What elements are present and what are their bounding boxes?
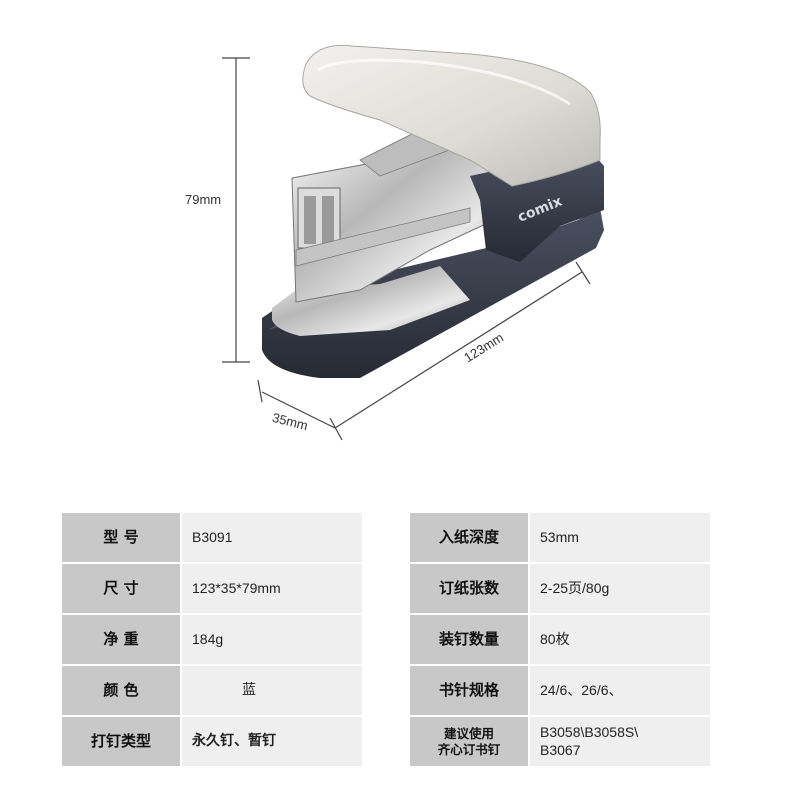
spec-row-staple-type: 打钉类型 永久钉、暂钉 xyxy=(62,717,362,768)
spec-value: 80枚 xyxy=(530,615,710,664)
spec-value: 123*35*79mm xyxy=(182,564,362,613)
spec-row-staple-spec: 书针规格 24/6、26/6、 xyxy=(410,666,710,717)
product-illustration: comix 79mm 123mm 35mm xyxy=(185,44,604,441)
spec-value: 24/6、26/6、 xyxy=(530,666,710,715)
spec-row-recommended-staples: 建议使用 齐心订书钉 B3058\B3058S\ B3067 xyxy=(410,717,710,768)
spec-key: 型 号 xyxy=(62,513,180,562)
spec-value: 蓝 xyxy=(182,666,362,715)
spec-key: 净 重 xyxy=(62,615,180,664)
width-dimension-line xyxy=(257,379,336,429)
spec-row-paper-depth: 入纸深度 53mm xyxy=(410,513,710,564)
stapler-handle xyxy=(302,44,601,187)
spec-row-size: 尺 寸 123*35*79mm xyxy=(62,564,362,615)
spec-value: 永久钉、暂钉 xyxy=(182,717,362,766)
spec-value: 2-25页/80g xyxy=(530,564,710,613)
height-dimension-line xyxy=(222,57,250,363)
spec-row-color: 颜 色 蓝 xyxy=(62,666,362,717)
spec-key: 入纸深度 xyxy=(410,513,528,562)
spec-row-staple-load: 装钉数量 80枚 xyxy=(410,615,710,666)
spec-row-weight: 净 重 184g xyxy=(62,615,362,666)
stapler-image: comix xyxy=(222,44,604,441)
anvil-plate xyxy=(272,266,470,336)
spec-key: 建议使用 齐心订书钉 xyxy=(410,717,528,766)
spec-row-model: 型 号 B3091 xyxy=(62,513,362,564)
height-label: 79mm xyxy=(185,192,222,207)
specs-table-right: 入纸深度 53mm 订纸张数 2-25页/80g 装钉数量 80枚 书针规格 2… xyxy=(410,513,710,773)
spec-row-sheet-capacity: 订纸张数 2-25页/80g xyxy=(410,564,710,615)
spec-key: 打钉类型 xyxy=(62,717,180,766)
spec-key: 装钉数量 xyxy=(410,615,528,664)
spec-key: 尺 寸 xyxy=(62,564,180,613)
spec-value: B3058\B3058S\ B3067 xyxy=(530,717,710,766)
spec-key: 颜 色 xyxy=(62,666,180,715)
length-dimension-line xyxy=(329,261,591,441)
spec-key: 书针规格 xyxy=(410,666,528,715)
spec-value: B3091 xyxy=(182,513,362,562)
specs-table-left: 型 号 B3091 尺 寸 123*35*79mm 净 重 184g 颜 色 蓝… xyxy=(62,513,362,773)
spec-value: 53mm xyxy=(530,513,710,562)
spec-value: 184g xyxy=(182,615,362,664)
spec-key: 订纸张数 xyxy=(410,564,528,613)
